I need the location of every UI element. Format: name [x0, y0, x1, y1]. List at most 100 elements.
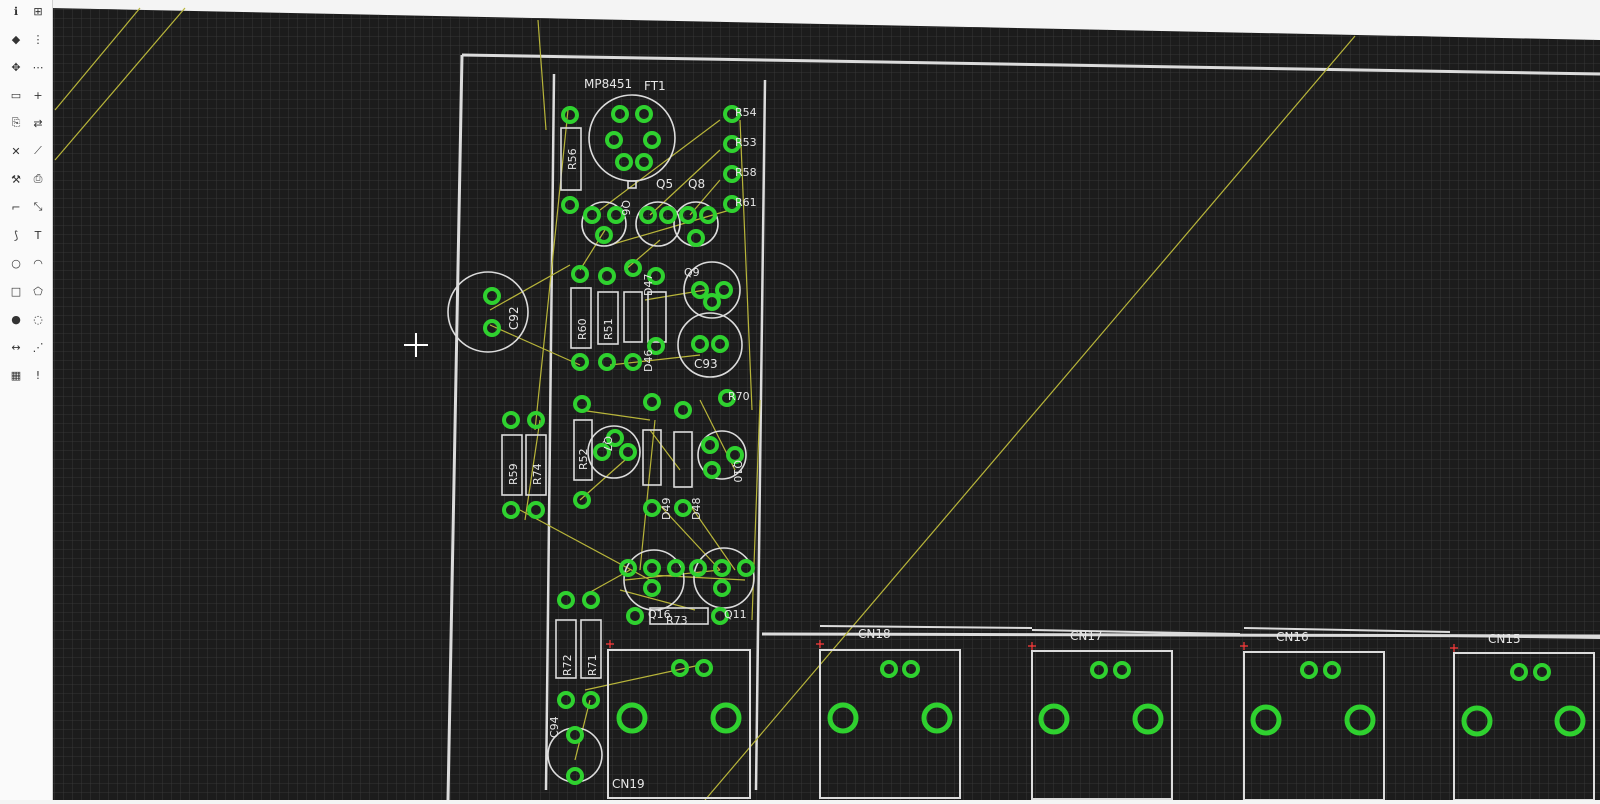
autorouter-tool[interactable]: ▦: [10, 368, 22, 382]
mirror-tool[interactable]: ⇄: [33, 116, 43, 130]
label-r61: R61: [735, 196, 757, 209]
pad: [616, 702, 648, 734]
pad: [667, 559, 685, 577]
paste-tool[interactable]: ⎙: [33, 172, 43, 185]
pad: [1250, 704, 1282, 736]
label-r70: R70: [728, 390, 750, 403]
component-labels: MP8451 FT1 R56 Q6 Q5 Q8 R54 R53 R58 R61 …: [507, 77, 1521, 791]
pad: [921, 702, 953, 734]
label-c93: C93: [694, 357, 718, 371]
left-toolbar: ℹ ⊞ ◆ ⋮ ✥ ⋯ ▭ + ⎘ ⇄ ✕ ⟋ ⚒ ⎙ ⌐ ⤡ ⟆ T ○ ◠ □ ⬠ ● ◌ ↔ ⋰ ▦!: [0, 0, 53, 800]
pad: [715, 281, 733, 299]
label-q5: Q5: [656, 177, 673, 191]
r51-outline: [597, 291, 619, 345]
ratsnest-lines: [54, 7, 1356, 801]
q7-outline: [587, 425, 641, 479]
change-tool[interactable]: ⚒: [11, 172, 21, 186]
pad: [573, 491, 591, 509]
pad: [643, 499, 661, 517]
pad: [723, 165, 741, 183]
pad: [557, 591, 575, 609]
hole-tool[interactable]: ◌: [33, 312, 43, 326]
label-mp8451: MP8451: [584, 77, 632, 91]
pad: [723, 195, 741, 213]
label-r59: R59: [507, 463, 520, 485]
ripup-tool[interactable]: ⤡: [33, 200, 43, 213]
pad: [635, 105, 653, 123]
route-tool[interactable]: ⌐: [11, 200, 21, 214]
pad: [902, 660, 920, 678]
dimension-tool[interactable]: ↔: [11, 340, 21, 354]
label-ft1: FT1: [644, 79, 666, 93]
label-r58: R58: [735, 166, 757, 179]
label-cn17: CN17: [1070, 629, 1103, 643]
pad: [502, 411, 520, 429]
pad: [691, 281, 709, 299]
polygon-tool[interactable]: ⬠: [33, 284, 43, 298]
pad: [561, 196, 579, 214]
pad: [737, 559, 755, 577]
label-r73: R73: [666, 614, 688, 627]
pad: [583, 206, 601, 224]
ratsnest-calc-tool[interactable]: ⋰: [32, 340, 44, 354]
q5-outline: [635, 201, 681, 247]
label-r52: R52: [577, 448, 590, 470]
ratsnest-tool[interactable]: ⋮: [32, 32, 44, 46]
delete-tool[interactable]: ✕: [11, 144, 21, 158]
pad: [703, 293, 721, 311]
pad: [605, 131, 623, 149]
info-tool[interactable]: ℹ: [13, 4, 19, 18]
move-tool[interactable]: ✥: [11, 60, 21, 74]
pad: [598, 353, 616, 371]
connector-cn18[interactable]: [819, 625, 1033, 799]
pad: [679, 206, 697, 224]
pad: [643, 131, 661, 149]
pad: [566, 767, 584, 785]
connector-cn19[interactable]: [607, 649, 751, 799]
rect-tool[interactable]: □: [10, 284, 22, 298]
drc-tool[interactable]: !: [35, 368, 41, 382]
label-d47: D47: [642, 274, 655, 296]
pad: [1554, 705, 1586, 737]
pad: [595, 226, 613, 244]
pad: [626, 607, 644, 625]
label-r71: R71: [586, 654, 599, 676]
layer-tool[interactable]: ◆: [11, 32, 21, 46]
pad: [598, 267, 616, 285]
circle-tool[interactable]: ○: [11, 256, 21, 270]
plus-tool[interactable]: +: [33, 88, 43, 102]
pad: [880, 660, 898, 678]
via-tool[interactable]: ●: [11, 312, 21, 326]
select-rect-tool[interactable]: ▭: [10, 88, 22, 102]
label-r51: R51: [602, 318, 615, 340]
pad: [582, 691, 600, 709]
pad: [593, 443, 611, 461]
r60-outline: [570, 287, 592, 349]
wire-tool[interactable]: ⟆: [13, 228, 19, 242]
copy-tool[interactable]: ⎘: [11, 116, 21, 129]
pad: [1038, 703, 1070, 735]
label-q11: Q11: [724, 608, 747, 621]
c93-outline: [677, 312, 743, 378]
pad: [647, 337, 665, 355]
grid-tool[interactable]: ⊞: [33, 4, 43, 18]
text-tool[interactable]: T: [34, 228, 42, 242]
pad: [639, 206, 657, 224]
label-q16: Q16: [648, 608, 671, 621]
pad: [701, 436, 719, 454]
arc-tool[interactable]: ◠: [33, 256, 43, 270]
pad: [483, 287, 501, 305]
pad: [573, 395, 591, 413]
r72-outline: [555, 619, 577, 679]
pad: [1323, 661, 1341, 679]
pad: [674, 401, 692, 419]
r73-outline: [649, 607, 709, 625]
label-cn19: CN19: [612, 777, 645, 791]
split-tool[interactable]: ⟋: [34, 144, 42, 157]
group-tool[interactable]: ⋯: [32, 60, 44, 74]
label-r53: R53: [735, 136, 757, 149]
connector-cn17[interactable]: [1031, 629, 1241, 800]
q16-outline: [623, 549, 685, 611]
